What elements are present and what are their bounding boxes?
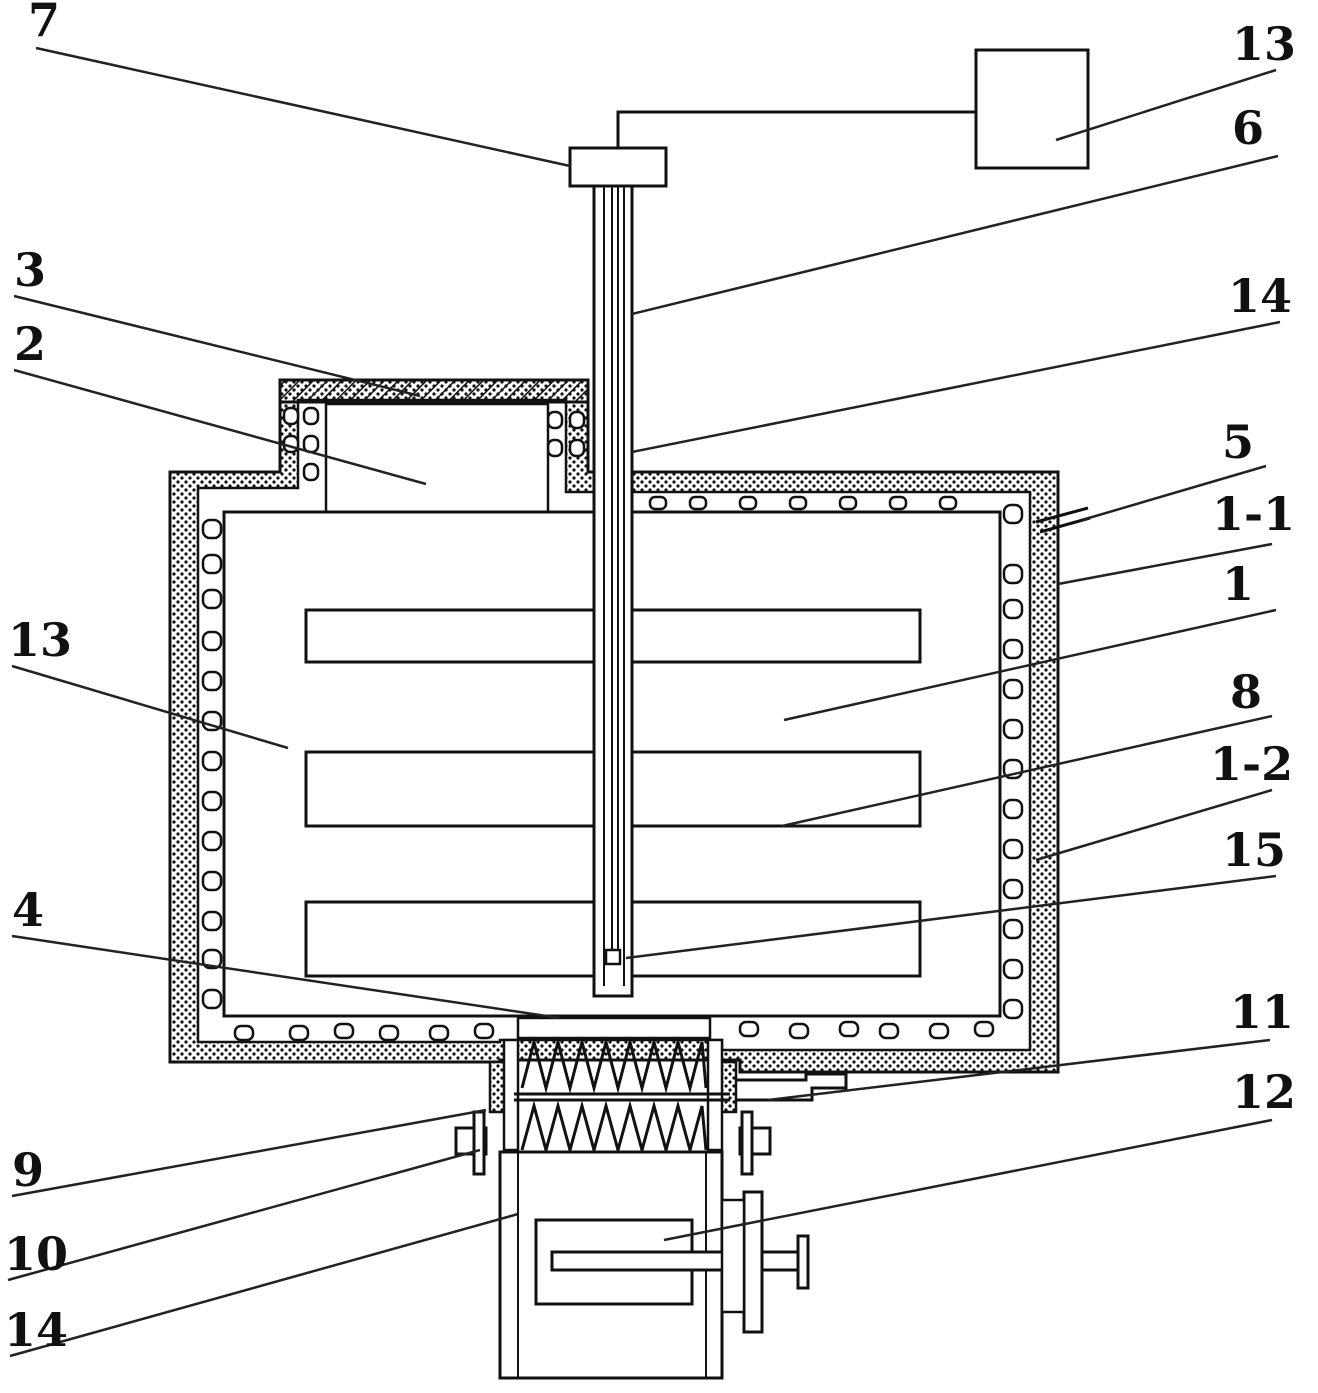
label-2: 2 — [14, 317, 46, 371]
label-13-left: 13 — [8, 613, 72, 667]
label-8: 8 — [1230, 665, 1262, 719]
label-9: 9 — [12, 1143, 44, 1197]
label-10: 10 — [4, 1227, 68, 1281]
leader-lines — [7, 46, 1281, 1358]
bellows-spring — [514, 1036, 730, 1156]
label-13-top: 13 — [1232, 17, 1296, 71]
side-outlet-pipe — [736, 1072, 848, 1102]
leader-11 — [767, 1038, 1271, 1102]
part-labels: 7 13 6 14 3 2 5 1-1 1 13 8 1-2 15 4 11 1… — [4, 0, 1296, 1357]
leader-10 — [7, 1148, 481, 1282]
discharge-port — [488, 1016, 738, 1152]
thermocouple-probe — [592, 184, 634, 998]
leader-14-bottom — [9, 1212, 519, 1358]
leader-13-left — [11, 664, 289, 750]
inlet-cover — [278, 378, 590, 404]
feed-inlet-neck — [324, 402, 550, 514]
leader-8 — [781, 714, 1273, 828]
label-4: 4 — [12, 883, 44, 937]
label-14-top: 14 — [1228, 269, 1292, 323]
leader-1-2 — [1035, 788, 1273, 862]
label-15: 15 — [1222, 823, 1286, 877]
leader-1 — [783, 608, 1277, 722]
flange-bolts — [454, 1110, 772, 1176]
leader-14-top — [631, 320, 1281, 454]
leader-3 — [13, 294, 421, 398]
vent-pipe — [1035, 506, 1091, 534]
label-12: 12 — [1232, 1065, 1296, 1119]
label-1-1: 1-1 — [1212, 487, 1295, 541]
label-11: 11 — [1230, 985, 1294, 1039]
controller-box — [974, 48, 1090, 170]
leader-6 — [631, 154, 1279, 316]
label-14-bottom: 14 — [4, 1303, 68, 1357]
leader-9 — [11, 1108, 487, 1198]
leader-5 — [1081, 464, 1267, 522]
signal-wire — [616, 110, 976, 148]
leader-12 — [663, 1118, 1273, 1242]
valve-handle — [550, 1190, 810, 1334]
leader-15 — [625, 874, 1277, 960]
leader-4 — [11, 934, 561, 1020]
leader-13-top — [1055, 68, 1277, 142]
leader-1-1 — [1057, 542, 1273, 586]
label-1: 1 — [1222, 557, 1254, 611]
label-5: 5 — [1222, 415, 1254, 469]
heating-coils — [201, 406, 1024, 1042]
leader-7 — [35, 46, 571, 168]
leader-2 — [13, 368, 427, 486]
connector-head — [568, 146, 668, 188]
label-3: 3 — [14, 243, 46, 297]
label-1-2: 1-2 — [1210, 737, 1293, 791]
label-7: 7 — [28, 0, 60, 47]
label-6: 6 — [1232, 101, 1264, 155]
